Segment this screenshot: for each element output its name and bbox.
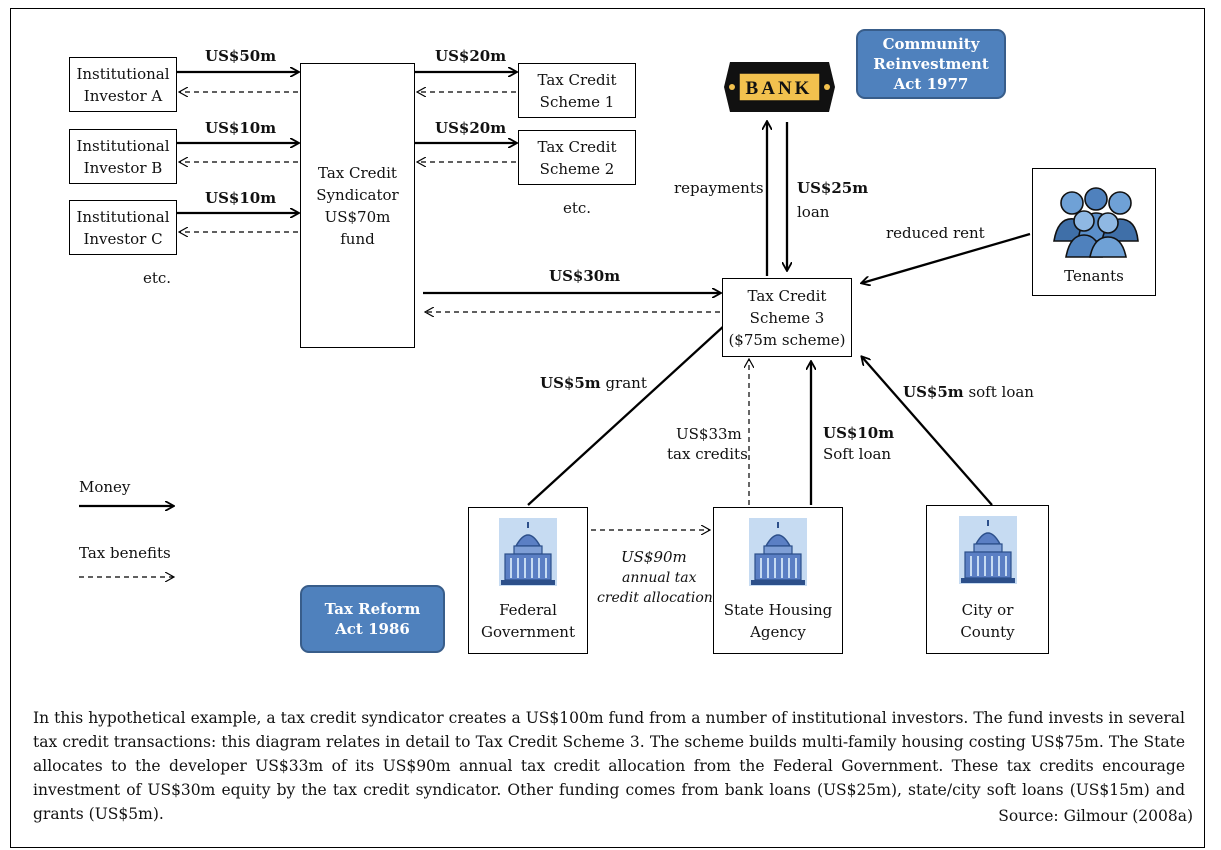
- state-loan-amount-label: US$10m: [823, 424, 895, 442]
- scheme-2-line2: Scheme 2: [539, 159, 615, 178]
- bank-label: BANK: [746, 78, 813, 99]
- investor-b-line2: Investor B: [83, 158, 163, 177]
- city-line2: County: [960, 623, 1015, 641]
- legend-tax-benefits-label: Tax benefits: [79, 544, 171, 562]
- scheme-1-line2: Scheme 1: [539, 92, 615, 111]
- tenants-people-icon: [1053, 187, 1139, 258]
- syndicator-box: Tax Credit Syndicator US$70m fund: [300, 63, 415, 348]
- grant-arrow: [527, 314, 737, 506]
- city-line1: City or: [961, 601, 1014, 619]
- allocation-line2-label: annual tax: [622, 570, 697, 586]
- state-line2: Agency: [750, 623, 806, 641]
- legend-money-label: Money: [79, 478, 131, 496]
- city-county-box: City or County: [926, 505, 1049, 654]
- rent-arrow: [862, 232, 1031, 283]
- scheme-1-amount: US$20m: [435, 47, 507, 65]
- investor-b-line1: Institutional: [76, 136, 170, 155]
- investor-c-amount: US$10m: [205, 189, 277, 207]
- scheme-3-box: Tax Credit Scheme 3 ($75m scheme): [722, 278, 852, 357]
- equity-amount-label: US$30m: [549, 267, 621, 285]
- loan-word-label: loan: [797, 203, 830, 221]
- state-loan-word-label: Soft loan: [823, 445, 892, 463]
- schemes-etc-label: etc.: [563, 199, 592, 217]
- tra-badge: Tax Reform Act 1986: [300, 585, 445, 653]
- reduced-rent-label: reduced rent: [886, 224, 985, 242]
- loan-amount-label: US$25m: [797, 179, 869, 197]
- scheme-2-line1: Tax Credit: [537, 137, 617, 156]
- allocation-amount-label: US$90m: [621, 548, 687, 566]
- investors-etc-label: etc.: [143, 269, 172, 287]
- scheme-2-amount: US$20m: [435, 119, 507, 137]
- cra-line3: Act 1977: [893, 75, 969, 93]
- investor-c-line2: Investor C: [83, 229, 163, 248]
- credits-word-label: tax credits: [667, 445, 748, 463]
- syndicator-line4: fund: [340, 229, 375, 248]
- tenants-label: Tenants: [1064, 267, 1124, 285]
- federal-line1: Federal: [499, 601, 557, 619]
- syndicator-line3: US$70m: [324, 207, 391, 226]
- repayments-label: repayments: [674, 179, 764, 197]
- scheme-1-line1: Tax Credit: [537, 70, 617, 89]
- tra-line1: Tax Reform: [324, 600, 421, 618]
- cra-line1: Community: [882, 35, 980, 53]
- scheme-3-line3: ($75m scheme): [728, 330, 846, 349]
- capitol-building-icon: [499, 518, 557, 586]
- grant-word: grant: [605, 374, 647, 392]
- caption-paragraph: In this hypothetical example, a tax cred…: [33, 709, 1185, 823]
- cra-line2: Reinvestment: [873, 55, 989, 73]
- allocation-line3-label: credit allocation: [597, 590, 713, 606]
- investor-a-amount: US$50m: [205, 47, 277, 65]
- federal-line2: Government: [481, 623, 575, 641]
- grant-label: US$5m grant: [540, 373, 647, 393]
- investor-a-line2: Investor A: [83, 86, 163, 105]
- state-line1: State Housing: [723, 601, 833, 619]
- cra-badge: Community Reinvestment Act 1977: [856, 29, 1006, 99]
- investor-c-line1: Institutional: [76, 207, 170, 226]
- city-loan-word: soft loan: [968, 383, 1034, 401]
- scheme-3-line2: Scheme 3: [749, 308, 825, 327]
- city-label: City or County: [927, 599, 1048, 643]
- tra-line2: Act 1986: [335, 620, 410, 638]
- city-soft-loan-arrow: [862, 357, 993, 506]
- source-citation: Source: Gilmour (2008a): [998, 807, 1193, 825]
- city-loan-label: US$5m soft loan: [903, 382, 1034, 402]
- credits-amount-label: US$33m: [676, 425, 742, 443]
- investor-a-line1: Institutional: [76, 64, 170, 83]
- syndicator-line1: Tax Credit: [318, 163, 397, 182]
- investor-b-amount: US$10m: [205, 119, 277, 137]
- bank-sign-icon: BANK: [724, 62, 835, 112]
- grant-amount: US$5m: [540, 374, 601, 392]
- tenants-box: Tenants: [1032, 168, 1156, 296]
- scheme-3-line1: Tax Credit: [747, 286, 827, 305]
- capitol-building-icon: [749, 518, 807, 586]
- city-loan-amount: US$5m: [903, 383, 964, 401]
- syndicator-line2: Syndicator: [316, 185, 399, 204]
- capitol-building-icon: [958, 516, 1017, 584]
